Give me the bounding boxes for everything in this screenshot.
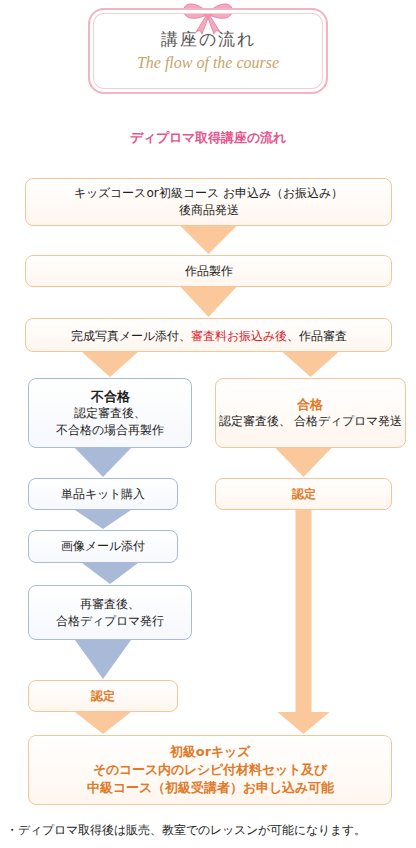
flow-arrow <box>75 510 131 529</box>
flow-arrow <box>278 510 330 734</box>
text-wrap: 講座の流れThe flow of the course <box>137 28 279 74</box>
text-wrap: 認定 <box>91 688 115 705</box>
process-box: 画像メール添付 <box>28 530 178 563</box>
box-text: 画像メール添付 <box>61 538 145 555</box>
flow-arrow <box>276 448 332 477</box>
final-box: 初級orキッズ そのコース内のレシピ付材料セット及び 中級コース（初級受講者）お… <box>28 735 392 805</box>
box-text: 認定 <box>292 486 316 503</box>
box-heading: 合格 <box>219 396 403 413</box>
flow-arrow <box>82 563 138 584</box>
box-heading: 不合格 <box>29 388 191 405</box>
box-text: 再審査後、 合格ディプロマ発行 <box>29 596 191 630</box>
flow-arrow <box>181 226 237 254</box>
result-box: 合格認定審査後、 合格ディプロマ発送 <box>215 378 406 448</box>
diagram-title: ディプロマ取得講座の流れ <box>0 129 416 147</box>
text-wrap: 合格認定審査後、 合格ディプロマ発送 <box>219 396 403 430</box>
flow-arrow <box>283 352 339 377</box>
box-text: キッズコースor初級コース お申込み（お振込み）後商品発送 <box>64 185 354 219</box>
certified-box: 認定 <box>28 680 178 712</box>
flow-arrow <box>75 712 131 734</box>
process-box: 単品キット購入 <box>28 478 178 510</box>
box-text: 作品製作 <box>185 263 233 280</box>
process-box: 作品製作 <box>25 255 392 287</box>
text-wrap: キッズコースor初級コース お申込み（お振込み）後商品発送 <box>64 185 354 219</box>
box-text: 認定 <box>91 688 115 705</box>
process-box: 再審査後、 合格ディプロマ発行 <box>28 585 192 640</box>
text-wrap: 単品キット購入 <box>61 486 145 503</box>
box-heading: 講座の流れ <box>137 28 279 52</box>
box-text: 認定審査後、 合格ディプロマ発送 <box>219 413 403 430</box>
flow-arrow <box>75 640 131 679</box>
text-wrap: 認定 <box>292 486 316 503</box>
box-text: 単品キット購入 <box>61 486 145 503</box>
process-box: 完成写真メール添付、審査料お振込み後、作品審査 <box>25 318 392 352</box>
flow-arrow <box>75 448 131 477</box>
text-wrap: 再審査後、 合格ディプロマ発行 <box>29 596 191 630</box>
flow-arrow <box>82 352 138 377</box>
box-text: 認定審査後、 不合格の場合再製作 <box>29 405 191 439</box>
text-wrap: 初級orキッズ そのコース内のレシピ付材料セット及び 中級コース（初級受講者）お… <box>75 743 345 797</box>
text-wrap: 不合格認定審査後、 不合格の場合再製作 <box>29 388 191 439</box>
box-text: The flow of the course <box>137 52 279 74</box>
text-wrap: 作品製作 <box>185 263 233 280</box>
text-wrap: 完成写真メール添付、審査料お振込み後、作品審査 <box>71 325 347 345</box>
box-text: 完成写真メール添付、 <box>71 329 191 343</box>
box-text: 審査料お振込み後 <box>191 329 287 343</box>
title-frame: 講座の流れThe flow of the course <box>88 8 328 94</box>
certified-box: 認定 <box>215 478 392 510</box>
box-text: 、作品審査 <box>287 329 347 343</box>
process-box: キッズコースor初級コース お申込み（お振込み）後商品発送 <box>25 178 392 226</box>
box-text: 初級orキッズ そのコース内のレシピ付材料セット及び 中級コース（初級受講者）お… <box>75 743 345 797</box>
note-caption: ・ディプロマ取得後は販売、教室でのレッスンが可能になります。 <box>6 822 410 839</box>
flow-arrow <box>181 287 237 317</box>
result-box: 不合格認定審査後、 不合格の場合再製作 <box>28 378 192 448</box>
text-wrap: 画像メール添付 <box>61 538 145 555</box>
